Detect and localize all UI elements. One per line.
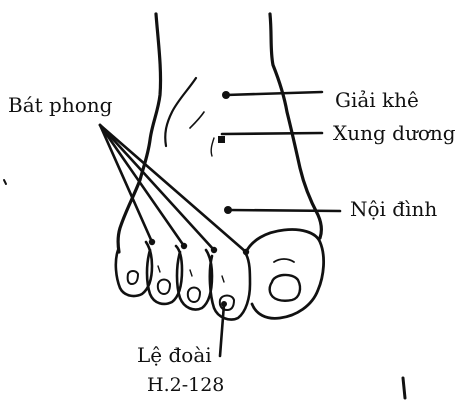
leader-bat-phong-3 xyxy=(100,125,214,250)
label-noi-dinh: Nội đình xyxy=(350,197,437,221)
stray-mark-right xyxy=(403,378,405,398)
big-toe-crease xyxy=(274,259,294,262)
leader-bat-phong-4 xyxy=(100,125,246,252)
nail-third xyxy=(188,288,200,303)
figure-caption: H.2-128 xyxy=(147,374,224,396)
nail-fifth xyxy=(128,271,138,284)
nail-fourth xyxy=(158,280,170,295)
leader-giai-khe xyxy=(226,92,322,95)
acupoint-markers xyxy=(149,91,249,307)
leader-le-doai xyxy=(220,304,224,356)
leg-right-contour xyxy=(270,14,321,238)
leader-noi-dinh xyxy=(228,210,340,211)
label-le-doai: Lệ đoài xyxy=(137,343,212,367)
label-giai-khe: Giải khê xyxy=(335,88,419,112)
stray-mark-left xyxy=(4,180,6,184)
dorsal-shadow xyxy=(211,138,214,156)
label-bat-phong: Bát phong xyxy=(8,93,113,117)
dorsal-vein xyxy=(165,78,196,146)
leader-xung-duong xyxy=(222,133,322,134)
point-xung-duong xyxy=(218,136,225,143)
leader-bat-phong-1 xyxy=(100,125,152,242)
nail-big xyxy=(270,275,300,301)
label-xung-duong: Xung dương xyxy=(333,121,456,145)
ankle-crease xyxy=(190,112,204,128)
